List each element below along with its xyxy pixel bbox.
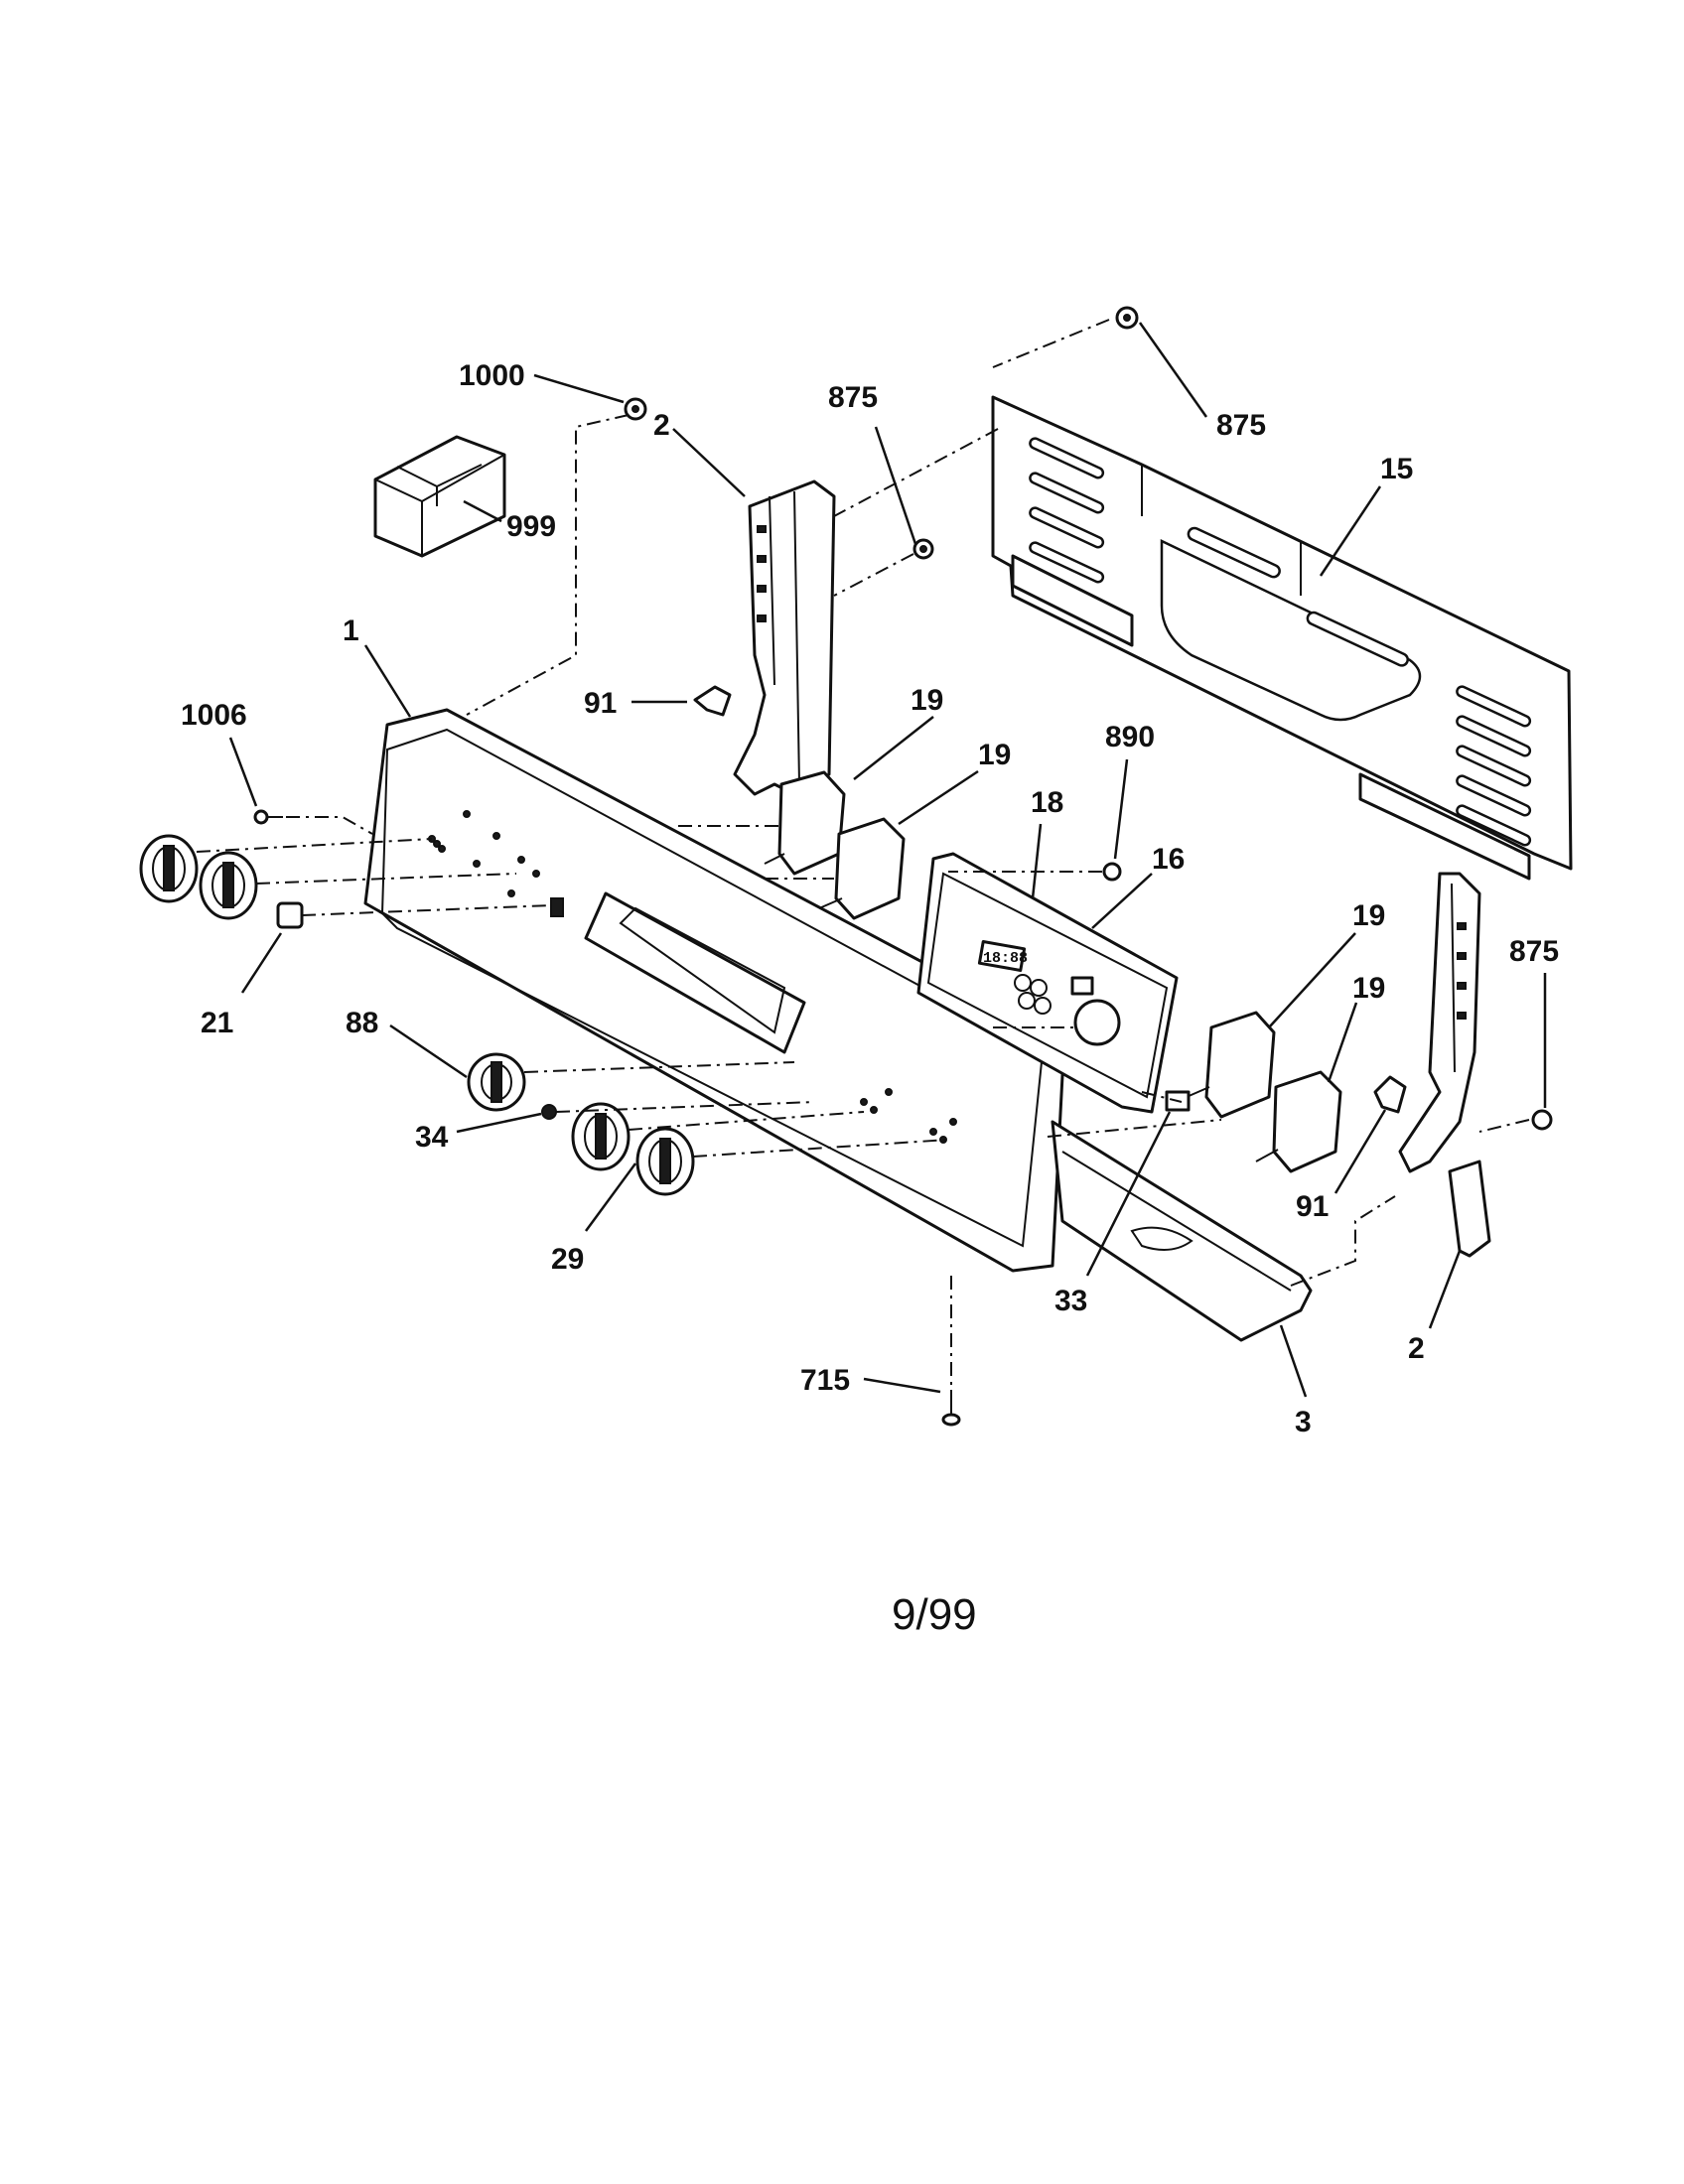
end-bracket-left-part-2 <box>733 479 836 796</box>
control-knob <box>571 1102 631 1171</box>
callout-91-right: 91 <box>1296 1190 1329 1223</box>
bracket-clip-part-91-right <box>1373 1075 1407 1114</box>
control-knob <box>199 851 258 920</box>
callout-999: 999 <box>506 510 556 543</box>
screw-part-715 <box>941 1390 961 1427</box>
infinite-switch-part-19-c <box>1186 1011 1276 1119</box>
screw-part-875-bracket <box>912 538 934 560</box>
spring-clip-part-34 <box>541 1104 557 1120</box>
callout-2-right: 2 <box>1408 1332 1425 1365</box>
screw-part-890 <box>1102 862 1122 882</box>
callout-3: 3 <box>1295 1406 1312 1438</box>
callout-29: 29 <box>551 1243 584 1276</box>
hardware <box>624 306 1553 1427</box>
callout-890: 890 <box>1105 721 1155 753</box>
callout-21: 21 <box>201 1007 233 1039</box>
callout-91-left: 91 <box>584 687 617 720</box>
callout-875-b: 875 <box>1216 409 1266 442</box>
screw-part-875-right <box>1531 1109 1553 1131</box>
callout-2-left: 2 <box>653 409 670 442</box>
callout-715: 715 <box>800 1364 850 1397</box>
knob-group-right <box>467 1052 695 1196</box>
callout-labels: 1000 999 2 875 875 15 1 91 19 19 890 100… <box>181 359 1559 1438</box>
callout-1006: 1006 <box>181 699 247 732</box>
screw-part-1006 <box>253 809 283 825</box>
display-readout: 18:88 <box>983 950 1028 967</box>
callout-19-d: 19 <box>1352 972 1385 1005</box>
rear-panel-part-15 <box>991 395 1573 881</box>
parts-box-part-999 <box>373 435 506 558</box>
callout-875-a: 875 <box>828 381 878 414</box>
callout-15: 15 <box>1380 453 1413 485</box>
indicator-light-part-21 <box>276 901 304 929</box>
infinite-switch-part-19-a <box>764 770 846 876</box>
callout-33: 33 <box>1054 1285 1087 1317</box>
callout-19-b: 19 <box>978 739 1011 771</box>
knob-group-left <box>139 809 304 929</box>
callout-875-c: 875 <box>1509 935 1559 968</box>
control-knob <box>139 834 199 903</box>
control-panel-part-1 <box>363 708 1313 1342</box>
callout-1000: 1000 <box>459 359 525 392</box>
control-knob-part-88 <box>467 1052 526 1112</box>
revision-date: 9/99 <box>892 1590 977 1639</box>
callout-leaders <box>228 322 1547 1398</box>
infinite-switch-part-19-d <box>1255 1070 1342 1173</box>
infinite-switch-part-19-b <box>818 817 906 920</box>
callout-1: 1 <box>343 614 359 647</box>
callout-19-a: 19 <box>911 684 943 717</box>
callout-18: 18 <box>1031 786 1063 819</box>
callout-19-c: 19 <box>1352 899 1385 932</box>
callout-88: 88 <box>346 1007 378 1039</box>
screw-part-875-top <box>1115 306 1139 330</box>
end-bracket-right-part-2 <box>1398 872 1491 1258</box>
callout-34: 34 <box>415 1121 449 1154</box>
callout-16: 16 <box>1152 843 1185 876</box>
bracket-clip-part-91-left <box>693 685 732 717</box>
assembly-lines <box>196 319 1530 1385</box>
screw-part-1000 <box>624 397 647 421</box>
control-knob <box>635 1127 695 1196</box>
clock-control-part-16: 18:88 <box>916 852 1179 1114</box>
